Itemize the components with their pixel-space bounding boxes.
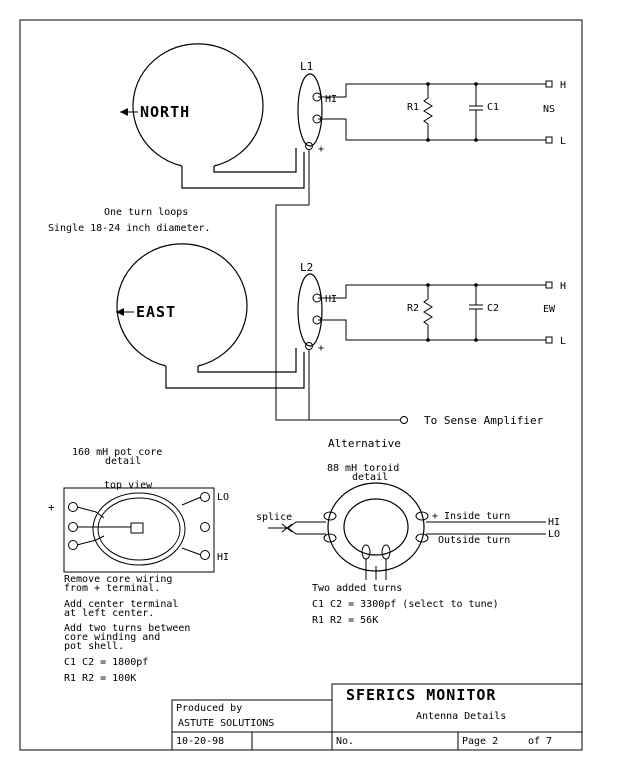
- ns-h-label: H: [560, 80, 566, 91]
- toroid-lo: LO: [548, 529, 560, 540]
- drawing-date: 10-20-98: [176, 736, 224, 747]
- pot-core-lo: LO: [217, 492, 229, 503]
- drawing-border: [19, 19, 583, 751]
- pot-note-2: from + terminal.: [64, 583, 160, 594]
- coil-l1-label: L1: [300, 60, 313, 73]
- resistor-r1-icon: [423, 97, 433, 125]
- toroid-alternative: Alternative: [328, 437, 401, 450]
- coil-l1: L1 HI +: [297, 60, 337, 155]
- ew-network: R2 C2 H L EW: [318, 281, 566, 347]
- pot-note-7: pot shell.: [64, 641, 124, 652]
- terminal-ns-h: [545, 80, 553, 88]
- toroid-c-value: C1 C2 = 3300pf (select to tune): [312, 599, 499, 610]
- pot-note-1: Remove core wiring: [64, 574, 172, 585]
- pot-note-5: Add two turns between: [64, 623, 190, 634]
- ew-output-label: EW: [543, 304, 556, 315]
- ew-l-label: L: [560, 336, 566, 347]
- page-total: of 7: [528, 736, 552, 747]
- toroid-title: 88 mH toroid: [327, 463, 399, 474]
- resistor-r2-icon: [423, 298, 433, 326]
- toroid-inside-turn: + Inside turn: [432, 511, 510, 522]
- toroid-r-value: R1 R2 = 56K: [312, 615, 378, 626]
- pot-core-detail: 160 mH pot core detail top view + LO HI: [48, 447, 229, 573]
- sense-amplifier-label: To Sense Amplifier: [424, 414, 544, 427]
- pot-core-body: [63, 487, 215, 573]
- coil-l2-hi: HI: [325, 294, 337, 305]
- pot-c-value: C1 C2 = 1800pf: [64, 657, 148, 668]
- terminal-ew-h: [545, 281, 553, 289]
- capacitor-c1-label: C1: [487, 102, 499, 113]
- loops-caption-2: Single 18-24 inch diameter.: [48, 223, 211, 234]
- toroid-outside-turn: Outside turn: [438, 535, 510, 546]
- toroid-hi: HI: [548, 517, 560, 528]
- north-loop: NORTH: [120, 43, 305, 189]
- drawing-title: SFERICS MONITOR: [346, 686, 496, 704]
- toroid-added-turns: Two added turns: [312, 583, 402, 594]
- ew-h-label: H: [560, 281, 566, 292]
- common-ground-wire: [275, 150, 400, 421]
- coil-l2-plus: +: [318, 343, 324, 354]
- toroid-splice: splice: [256, 512, 292, 523]
- title-block: Produced by ASTUTE SOLUTIONS SFERICS MON…: [171, 683, 583, 750]
- pot-core-hi: HI: [217, 552, 229, 563]
- pot-core-plus: +: [48, 501, 55, 514]
- pot-core-notes: Remove core wiring from + terminal. Add …: [64, 574, 190, 684]
- page-number: Page 2: [462, 736, 498, 747]
- drawing-subtitle: Antenna Details: [416, 711, 506, 722]
- coil-l2-label: L2: [300, 261, 313, 274]
- pot-core-top-view: top view: [104, 480, 153, 491]
- pot-note-3: Add center terminal: [64, 599, 178, 610]
- pot-core-title-detail: detail: [105, 456, 141, 467]
- resistor-r1-label: R1: [407, 102, 419, 113]
- pot-note-4: at left center.: [64, 608, 154, 619]
- terminal-ns-l: [545, 136, 553, 144]
- company-name: ASTUTE SOLUTIONS: [178, 718, 274, 729]
- coil-l1-plus: +: [318, 144, 324, 155]
- sense-terminal: [400, 416, 408, 424]
- loops-caption-1: One turn loops: [104, 207, 188, 218]
- terminal-ew-l: [545, 336, 553, 344]
- toroid-title-detail: detail: [352, 472, 388, 483]
- east-loop: EAST: [116, 243, 305, 389]
- ns-network: R1 C1 H L NS: [318, 80, 566, 147]
- north-label: NORTH: [140, 103, 190, 121]
- east-label: EAST: [136, 303, 176, 321]
- produced-by: Produced by: [176, 703, 242, 714]
- coil-l2: L2 HI +: [297, 261, 337, 420]
- coil-l1-hi: HI: [325, 94, 337, 105]
- toroid-detail: Alternative 88 mH toroid detail splice +…: [256, 437, 560, 626]
- drawing-number-label: No.: [336, 736, 354, 747]
- pot-r-value: R1 R2 = 100K: [64, 673, 136, 684]
- toroid-core: [327, 482, 425, 572]
- ns-output-label: NS: [543, 104, 555, 115]
- resistor-r2-label: R2: [407, 303, 419, 314]
- pot-note-6: core winding and: [64, 632, 160, 643]
- ns-l-label: L: [560, 136, 566, 147]
- capacitor-c2-label: C2: [487, 303, 499, 314]
- pot-core-title: 160 mH pot core: [72, 447, 162, 458]
